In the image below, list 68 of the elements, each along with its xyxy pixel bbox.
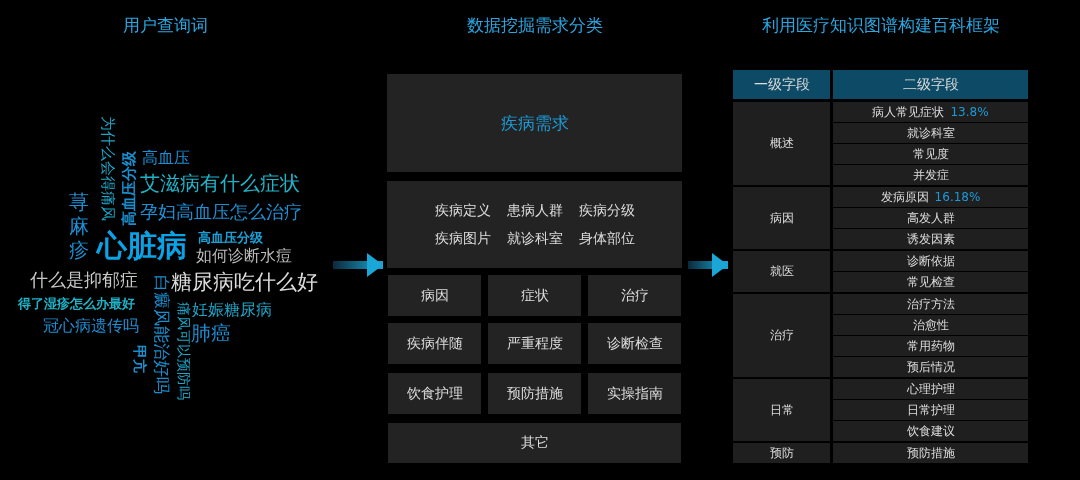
table-cell: 预后情况 [833,357,1028,377]
table-cell: 治愈性 [833,315,1028,335]
table-cell: 预防 [733,443,830,463]
table-cell: 诱发因素 [833,229,1028,249]
table-cell: 治疗方法 [833,294,1028,314]
field-name: 病人常见症状 [872,103,945,121]
category-box: 疾病伴随 [388,323,481,364]
query-word: 妊娠糖尿病 [192,302,272,318]
category-text: 身体部位 [578,229,635,248]
table-cell: 病因 [733,187,830,249]
query-word: 荨麻疹 [69,190,89,262]
table-cell: 概述 [733,102,830,185]
table-cell: 并发症 [833,165,1028,185]
query-word: 糖尿病吃什么好 [171,272,318,293]
category-box: 严重程度 [488,323,581,364]
query-word: 心脏病 [97,231,187,261]
query-word: 高血压分级 [198,231,263,244]
query-word: 痛风可以预防吗 [177,302,191,400]
panel-title: 利用医疗知识图谱构建百科框架 [762,15,1000,35]
category-box: 其它 [388,423,681,463]
table-cell: 心理护理 [833,379,1028,399]
category-box: 饮食护理 [388,373,481,414]
table-cell: 饮食建议 [833,421,1028,441]
table-header-cell: 一级字段 [733,70,830,99]
query-word: 如何诊断水痘 [196,248,292,264]
query-word: 得了湿疹怎么办最好 [18,297,135,310]
query-word: 高血压分级 [122,151,137,226]
category-box: 症状 [488,275,581,316]
table-header-cell: 二级字段 [833,70,1028,99]
query-word: 高血压 [142,150,190,166]
query-word: 什么是抑郁症 [30,271,138,289]
query-word: 为什么会得痛风 [100,116,115,221]
category-text: 疾病分级 [578,201,635,220]
table-cell: 预防措施 [833,443,1028,463]
field-name: 发病原因 [880,188,929,206]
query-word: 艾滋病有什么症状 [140,173,300,193]
percentage-value: 13.8% [950,105,989,119]
category-text: 患病人群 [506,201,563,220]
table-cell: 高发人群 [833,208,1028,228]
query-word: 肺癌 [191,323,231,343]
table-cell: 常见检查 [833,272,1028,292]
category-text: 疾病图片 [434,229,491,248]
query-word: 甲亢 [133,345,147,373]
table-cell: 日常 [733,379,830,441]
percentage-value: 16.18% [934,190,981,204]
category-box: 实操指南 [588,373,681,414]
category-box: 疾病需求 [387,74,682,172]
table-cell: 治疗 [733,294,830,377]
query-word: 冠心病遗传吗 [43,318,139,334]
panel-title: 用户查询词 [122,15,208,35]
category-box: 病因 [388,275,481,316]
category-box: 预防措施 [488,373,581,414]
category-box: 治疗 [588,275,681,316]
arrow [333,253,383,277]
category-panel [387,181,682,268]
table-cell: 常见度 [833,144,1028,164]
table-cell: 就诊科室 [833,123,1028,143]
table-cell: 常用药物 [833,336,1028,356]
query-word: 孕妇高血压怎么治疗 [140,203,302,221]
panel-title: 数据挖掘需求分类 [467,15,603,35]
table-cell: 诊断依据 [833,251,1028,271]
category-text: 就诊科室 [506,229,563,248]
table-cell: 日常护理 [833,400,1028,420]
query-word: 白癜风能治好吗 [153,275,170,394]
category-text: 疾病定义 [434,201,491,220]
arrow [688,253,728,277]
category-box: 诊断检查 [588,323,681,364]
table-cell: 就医 [733,251,830,292]
